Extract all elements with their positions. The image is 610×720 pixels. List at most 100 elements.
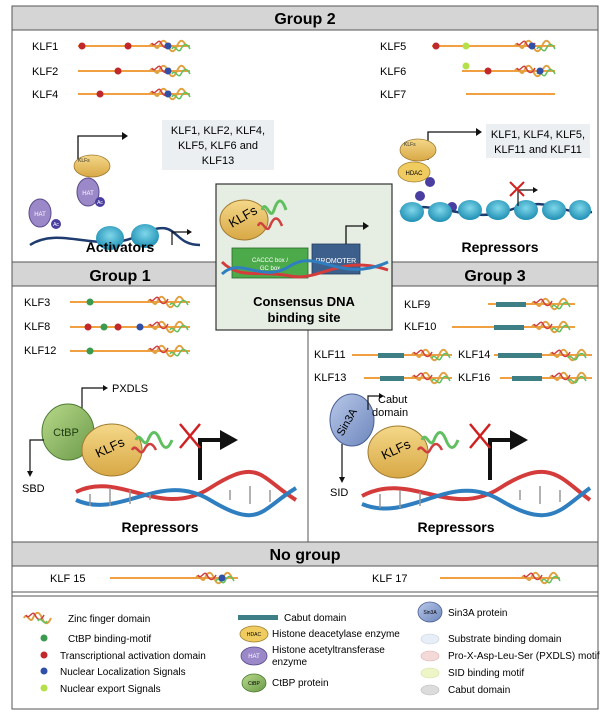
sid-motif-icon <box>420 667 440 679</box>
acetyl-group-icon <box>415 191 425 201</box>
protein-bar-klf3 <box>70 295 190 309</box>
protein-bar-klf13 <box>364 371 452 385</box>
ctbp-protein-icon <box>241 673 267 693</box>
sin3a-icon-label: Sin3A <box>423 610 437 616</box>
legend-label: Sin3A protein <box>448 608 508 619</box>
group-2-header <box>11 5 599 31</box>
gene-label-klf5: KLF5 <box>380 41 406 53</box>
protein-bar-klf5 <box>432 39 556 53</box>
legend-label: Zinc finger domain <box>68 614 150 625</box>
blocked-transcription-arrow-icon <box>198 438 222 480</box>
activators-title: Activators <box>86 239 155 255</box>
no-group-title: No group <box>269 547 340 564</box>
cabut-label-line-2: domain <box>372 407 408 419</box>
hdac-label: HDAC <box>405 171 423 177</box>
ctbp-label: CtBP <box>53 427 79 439</box>
hat-enzyme-icon <box>28 198 52 228</box>
nucleosome-icon <box>131 224 159 248</box>
protein-bar-klf16 <box>500 371 592 385</box>
hat-icon-label: HAT <box>248 654 260 660</box>
legend-label: Transcriptional activation domain <box>60 651 206 662</box>
legend-item-nls: Nuclear Localization Signals <box>40 667 186 678</box>
repressors-list-line-2: KLF11 and KLF11 <box>494 144 582 156</box>
sin3a-protein-icon <box>329 393 375 447</box>
zinc-finger-icon <box>521 571 561 585</box>
group-1-section: Group 1 KLF3 KLF8 KLF12 PXDLS <box>11 261 309 543</box>
green-dot-icon <box>40 634 48 642</box>
sbd-label: SBD <box>22 483 45 495</box>
gene-label-klf9: KLF9 <box>404 299 430 311</box>
hat-label: HAT <box>82 191 94 197</box>
hdac-enzyme-icon <box>397 161 431 183</box>
legend-item-sid: SID binding motif <box>420 667 524 679</box>
zinc-finger-icon <box>411 371 451 385</box>
dna-helix-icon <box>220 260 389 279</box>
klf-protein-icon <box>81 423 143 477</box>
gene-label-klf4: KLF4 <box>32 89 58 101</box>
legend-item-pxdls: Pro-X-Asp-Leu-Ser (PXDLS) motif <box>420 650 600 662</box>
zinc-finger-icon <box>531 297 571 311</box>
legend-item-sbd: Substrate binding domain <box>420 633 561 645</box>
caccc-label-line-1: CACCC box / <box>252 258 288 264</box>
legend: Zinc finger domain CtBP binding-motif Tr… <box>11 595 600 710</box>
gene-label-klf3: KLF3 <box>24 297 50 309</box>
group-3-title: Group 3 <box>464 268 525 285</box>
repressors-list-line-1: KLF1, KLF4, KLF5, <box>491 129 585 141</box>
dna-helix-icon <box>361 469 592 502</box>
protein-bar-klf10 <box>452 320 575 334</box>
gene-label-klf13: KLF13 <box>314 372 346 384</box>
nucleosome-icon <box>400 202 424 222</box>
protein-bar-klf9 <box>488 297 575 311</box>
dna-helix-icon <box>75 470 298 502</box>
ac-label: Ac <box>53 222 59 228</box>
no-group-section: No group KLF 15 KLF 17 <box>11 541 599 593</box>
gene-label-klf1: KLF1 <box>32 41 58 53</box>
group-1-title: Group 1 <box>89 268 150 285</box>
group-2-repressors-illustration: KLF1, KLF4, KLF5, KLF11 and KLF11 KLFs H… <box>397 124 593 255</box>
legend-label: Nuclear Localization Signals <box>60 667 186 678</box>
legend-label: SID binding motif <box>448 668 524 679</box>
nucleosome-icon <box>514 200 538 220</box>
legend-item-tad: Transcriptional activation domain <box>40 651 206 662</box>
sin3a-protein-icon <box>417 601 443 623</box>
gene-label-klf11: KLF11 <box>314 349 346 361</box>
repressors-list-box <box>486 124 590 158</box>
zinc-finger-icon <box>531 320 571 334</box>
substrate-binding-icon <box>420 633 440 645</box>
no-group-header <box>11 541 599 567</box>
activators-list-line-3: KLF13 <box>202 155 234 167</box>
block-cross-icon <box>179 423 201 449</box>
legend-item-zinc: Zinc finger domain <box>23 611 150 625</box>
klf-protein-icon <box>219 199 269 241</box>
legend-item-hat: HAT Histone acetyltransferase enzyme <box>240 645 385 668</box>
acetyl-group-icon <box>95 197 105 207</box>
gene-label-klf14: KLF14 <box>458 349 490 361</box>
nucleosome-icon <box>96 226 124 250</box>
blue-dot-icon <box>40 667 48 675</box>
cabut-label-line-1: Cabut <box>378 394 407 406</box>
legend-box <box>11 595 599 710</box>
legend-label: Cabut domain <box>284 613 346 624</box>
zinc-finger-icon <box>549 371 587 385</box>
legend-label: CtBP binding-motif <box>68 634 151 645</box>
zinc-finger-cluster-icon <box>134 431 174 449</box>
legend-item-ctbp-motif: CtBP binding-motif <box>40 634 151 645</box>
hat-enzyme-icon <box>76 177 100 207</box>
legend-label: Substrate binding domain <box>448 634 561 645</box>
group-1-illustration: PXDLS CtBP SBD KLFs Repressors <box>22 383 298 535</box>
block-cross-icon <box>469 423 491 449</box>
activators-list-box <box>162 120 274 170</box>
group-2-title: Group 2 <box>274 11 335 28</box>
hdac-icon-label: HDAC <box>247 632 262 638</box>
zinc-finger-icon <box>147 295 189 309</box>
gene-label-klf17: KLF 17 <box>372 573 407 585</box>
protein-bar-klf14 <box>494 348 592 362</box>
nucleosome-icon <box>486 200 510 220</box>
gene-label-klf10: KLF10 <box>404 321 436 333</box>
legend-label: Pro-X-Asp-Leu-Ser (PXDLS) motif <box>448 651 600 662</box>
activators-list-line-1: KLF1, KLF2, KLF4, <box>171 125 265 137</box>
klf-protein-icon <box>399 138 437 162</box>
consensus-binding-site-panel: KLFs CACCC box / GC box PROMOTER Consens… <box>215 183 393 331</box>
